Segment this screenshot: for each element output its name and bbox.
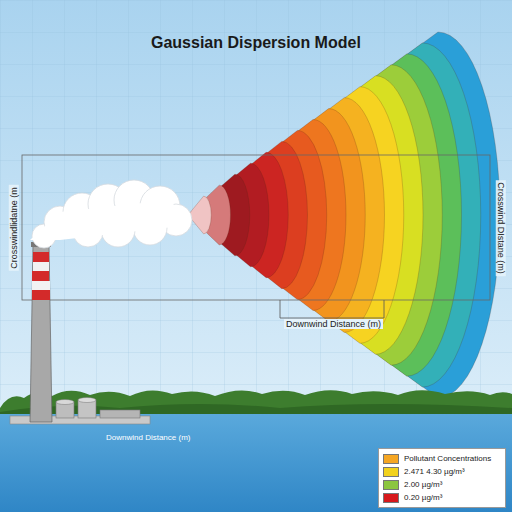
legend-swatch (383, 480, 399, 490)
plume-band (188, 54, 462, 376)
diagram-title: Gaussian Dispersion Model (151, 34, 361, 52)
plume-band (188, 152, 288, 277)
legend-row: Pollutant Concentrations (383, 452, 501, 465)
plume-band (188, 130, 327, 299)
plume-band (188, 43, 481, 387)
legend-box: Pollutant Concentrations 2.471 4.30 µg/m³… (378, 448, 506, 508)
legend-text: 0.20 µg/m³ (404, 493, 442, 502)
plume-band (188, 109, 365, 322)
legend-text: Pollutant Concentrations (404, 454, 491, 463)
plume-band (188, 76, 423, 355)
legend-text: 2.00 µg/m³ (404, 480, 442, 489)
plume-band (188, 98, 385, 333)
plume-band (188, 65, 442, 365)
axis-label: Crosswindlidatne (m (9, 185, 19, 271)
plume-band (188, 141, 308, 288)
legend-swatch (383, 454, 399, 464)
plume-band (188, 120, 346, 311)
axis-label: Downwind Distance (m) (284, 319, 383, 329)
axis-label: Crosswind DIstane (m) (496, 180, 506, 276)
legend-text: 2.471 4.30 µg/m³ (404, 467, 465, 476)
axis-label: Downwind Distance (m) (106, 433, 190, 442)
legend-swatch (383, 493, 399, 503)
plume-band (188, 87, 404, 344)
plume-band (188, 32, 500, 398)
legend-swatch (383, 467, 399, 477)
plume-band (188, 174, 250, 256)
plume-band (188, 163, 269, 267)
legend-row: 2.00 µg/m³ (383, 478, 501, 491)
legend-row: 0.20 µg/m³ (383, 491, 501, 504)
legend-row: 2.471 4.30 µg/m³ (383, 465, 501, 478)
plume-band (188, 185, 231, 245)
